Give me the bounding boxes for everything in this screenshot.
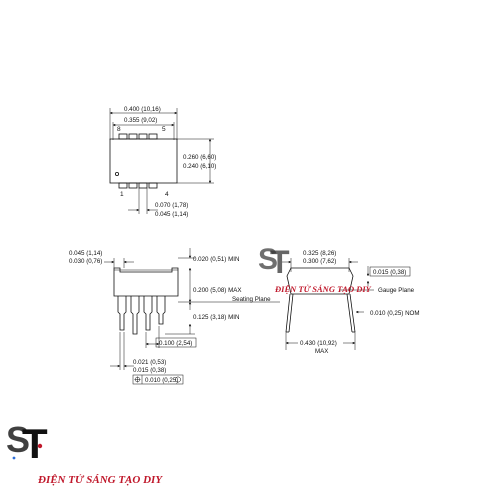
row-max-label: 0.325 (8,26) — [303, 250, 336, 257]
lead-nom-label: 0.010 (0,25) NOM — [370, 310, 420, 317]
seating-plane-label: Seating Plane — [232, 296, 271, 303]
lead-width-max-label: 0.070 (1,78) — [155, 202, 188, 209]
lead-dia-max-label: 0.021 (0,53) — [133, 359, 166, 366]
standoff-min-label: 0.020 (0,51) MIN — [193, 256, 239, 263]
pin-8-label: 8 — [117, 126, 121, 133]
end-view — [282, 258, 411, 350]
svg-text:T: T — [22, 420, 48, 467]
watermark-brand-bottom: ĐIỆN TỬ SÁNG TẠO DIY — [37, 473, 163, 486]
watermark-logo-bottom: S T — [6, 419, 48, 467]
lead-width-min-label: 0.045 (1,14) — [155, 211, 188, 218]
top-view — [109, 108, 214, 214]
lead-dia-min-label: 0.015 (0,38) — [133, 367, 166, 374]
lead-length-min-label: 0.125 (3,18) MIN — [193, 314, 239, 321]
pitch-label: 0.100 (2,54) — [159, 340, 192, 347]
svg-text:S: S — [258, 243, 278, 276]
side-view — [104, 248, 280, 385]
svg-text:T: T — [270, 244, 290, 280]
tolerance-label: 0.010 (0,25) — [145, 377, 178, 384]
lead-thickness-label: 0.015 (0,38) — [373, 269, 406, 276]
top-width-min-label: 0.355 (9,02) — [124, 117, 157, 124]
gauge-plane-label: Gauge Plane — [378, 287, 415, 294]
top-width-max-label: 0.400 (10,16) — [124, 106, 161, 113]
body-height-max-label: 0.200 (5,08) MAX — [193, 287, 242, 294]
watermark-brand-mid: ĐIỆN TỬ SÁNG TẠO DIY — [274, 284, 372, 294]
row-min-label: 0.300 (7,62) — [303, 258, 336, 265]
pin-4-label: 4 — [165, 191, 169, 198]
spread-label: MAX — [315, 348, 328, 355]
end-max-label: 0.045 (1,14) — [69, 250, 102, 257]
pin-1-label: 1 — [120, 191, 124, 198]
watermark-logo-mid: S T — [258, 243, 290, 280]
top-height-max-label: 0.260 (6,60) — [183, 154, 216, 161]
pin-5-label: 5 — [162, 126, 166, 133]
spread-max-label: 0.430 (10,92) — [300, 340, 337, 347]
end-min-label: 0.030 (0,76) — [69, 258, 102, 265]
svg-text:S: S — [6, 419, 30, 460]
top-height-min-label: 0.240 (6,10) — [183, 163, 216, 170]
